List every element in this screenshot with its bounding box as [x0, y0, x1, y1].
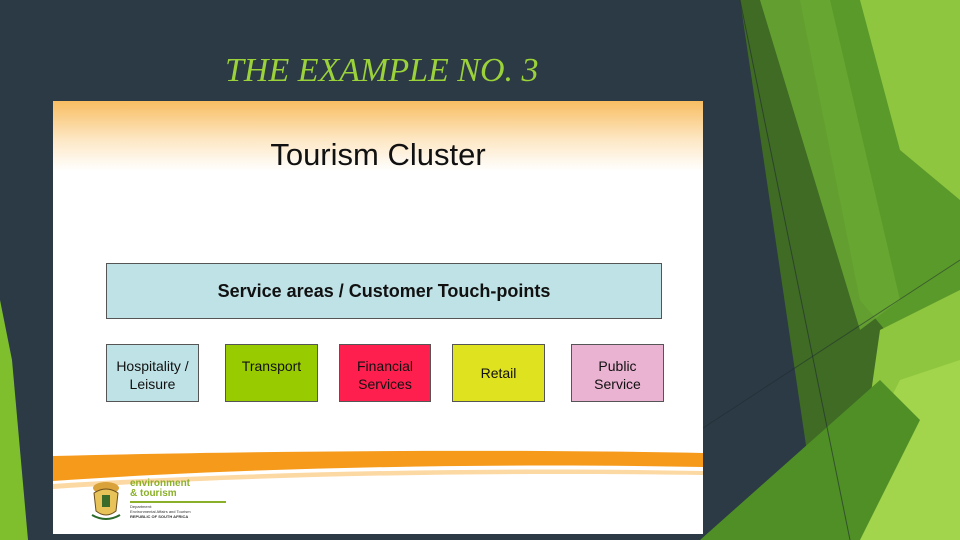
touchpoint-label-line: Public	[598, 358, 637, 374]
logo-line-tourism: & tourism	[130, 488, 177, 499]
touchpoint-label-line: Services	[358, 376, 412, 392]
embedded-diagram-image: Tourism Cluster Service areas / Customer…	[53, 101, 703, 534]
header-gradient	[53, 101, 703, 171]
touchpoint-public-service: Public Service	[571, 344, 664, 402]
service-areas-box: Service areas / Customer Touch-points	[106, 263, 662, 319]
logo-line-environment: environment	[130, 478, 191, 489]
logo-text-block: environment & tourism Department: Enviro…	[130, 479, 226, 519]
logo-department-label: Department:	[130, 504, 153, 509]
slide-title: THE EXAMPLE NO. 3	[225, 52, 539, 89]
touchpoint-transport: Transport	[225, 344, 318, 402]
touchpoint-label-line: Leisure	[129, 376, 176, 392]
orange-swoosh-band	[53, 450, 703, 489]
touchpoint-retail: Retail	[452, 344, 545, 402]
coat-of-arms-icon	[91, 482, 121, 520]
logo-department-name: Environmental Affairs and Tourism	[130, 509, 191, 514]
diagram-title: Tourism Cluster	[270, 137, 486, 172]
logo-country: REPUBLIC OF SOUTH AFRICA	[130, 514, 189, 519]
service-areas-label: Service areas / Customer Touch-points	[217, 280, 551, 301]
touchpoint-label-line: Service	[594, 376, 641, 392]
touchpoint-financial-services: Financial Services	[339, 344, 431, 402]
logo-divider	[130, 501, 226, 503]
touchpoint-label-line: Hospitality /	[116, 358, 189, 374]
touchpoint-label-line: Transport	[241, 358, 302, 374]
touchpoint-label-line: Retail	[480, 365, 517, 381]
touchpoint-label-line: Financial	[356, 358, 414, 374]
department-logo: environment & tourism Department: Enviro…	[88, 479, 226, 521]
touchpoint-hospitality-leisure: Hospitality / Leisure	[106, 344, 199, 402]
